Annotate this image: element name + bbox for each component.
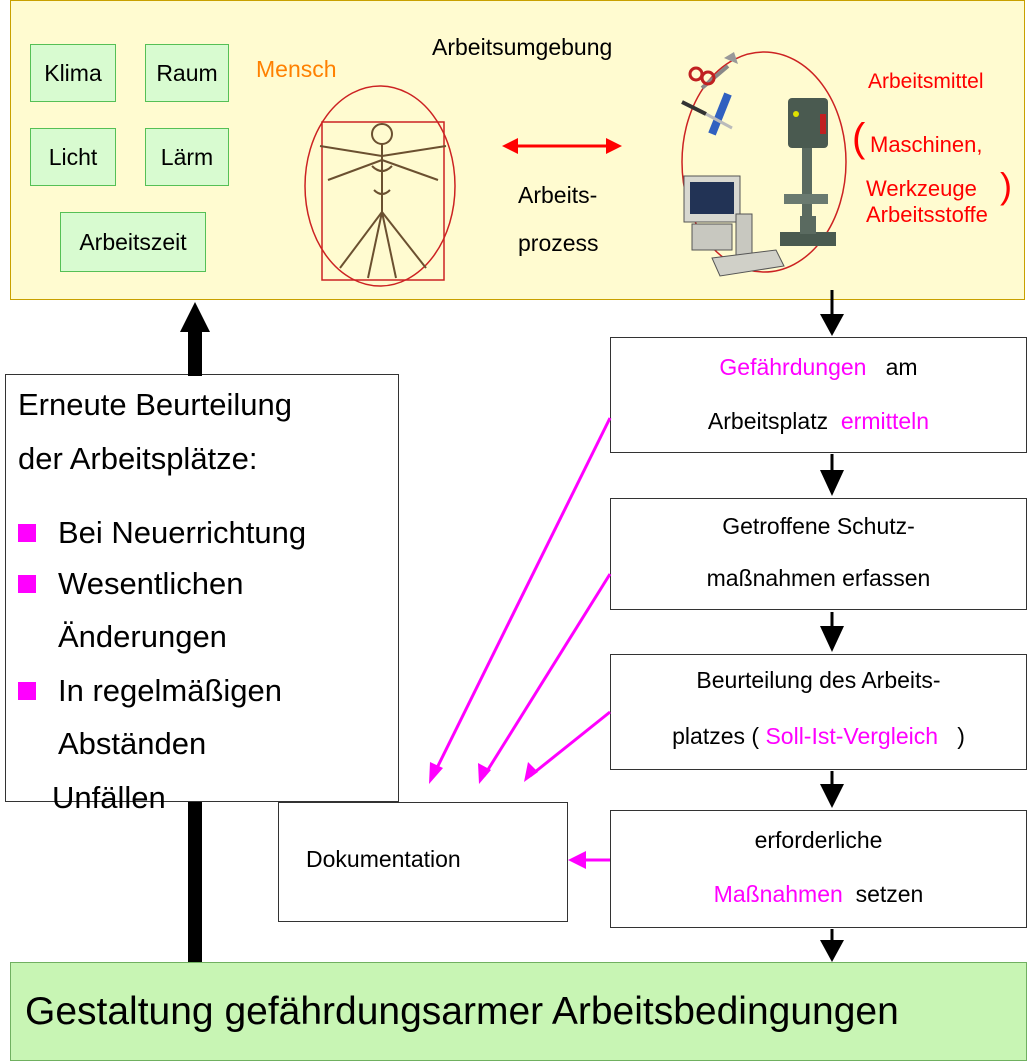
list-item-continuation: Abständen [58,726,207,761]
environment-title: Arbeitsumgebung [432,34,613,60]
bullet-square-icon [18,575,36,593]
step-protective-measures: Getroffene Schutz- maßnahmen erfassen [610,498,1027,610]
list-item: Bei Neuerrichtung [18,515,306,551]
mensch-label: Mensch [256,56,337,82]
equipment-machines: Maschinen, [870,132,983,157]
bullet-square-icon [18,524,36,542]
step-measures: erforderliche Maßnahmen setzen [610,810,1027,928]
process-label-line1: Arbeits- [518,182,598,208]
process-label-line2: prozess [518,230,599,256]
equipment-tools: Werkzeuge [866,176,977,201]
list-item: In regelmäßigen [18,673,282,709]
factor-raum: Raum [145,44,229,102]
human-figure-illustration [304,85,456,287]
tools-icon [681,52,738,136]
doc-arrow-2 [482,573,612,777]
list-item: Wesentlichen [18,566,244,602]
computer-icon [683,175,785,277]
factor-laerm: Lärm [145,128,229,186]
documentation-label: Dokumentation [306,846,461,872]
up-arrowhead-icon [180,302,210,332]
list-item: Unfällen [52,780,166,815]
reassessment-box [5,374,399,802]
work-equipment-illustration [681,51,847,277]
paren-close: ) [1000,165,1012,206]
drill-press-icon [780,98,836,246]
interaction-double-arrow [502,138,622,154]
doc-arrow-1 [431,417,612,777]
list-item-continuation: Änderungen [58,619,227,654]
step-assessment: Beurteilung des Arbeits- platzes ( Soll-… [610,654,1027,770]
bullet-square-icon [18,682,36,700]
reassessment-title-1: Erneute Beurteilung [18,387,293,422]
documentation-box [278,802,568,922]
factor-arbeitszeit: Arbeitszeit [60,212,206,272]
step-hazard-identification: Gefährdungen am Arbeitsplatz ermitteln [610,337,1027,453]
reassessment-title-2: der Arbeitsplätze: [18,441,258,476]
bottom-connector [188,802,202,964]
equipment-materials: Arbeitsstoffe [866,202,988,227]
factor-klima: Klima [30,44,116,102]
goal-banner: Gestaltung gefährdungsarmer Arbeitsbedin… [10,962,1027,1061]
doc-arrow-3 [529,710,611,778]
factor-licht: Licht [30,128,116,186]
equipment-title: Arbeitsmittel [868,70,984,93]
upward-connector [188,330,202,376]
paren-open: ( [852,116,866,160]
